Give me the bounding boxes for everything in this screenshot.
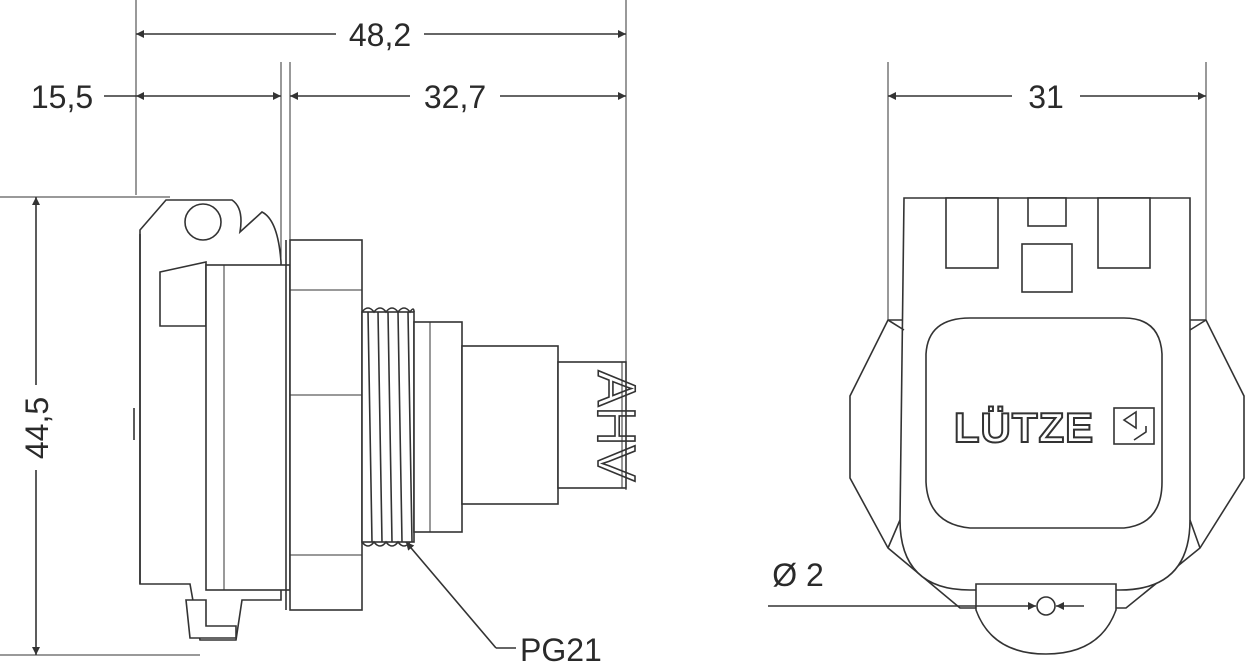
- side-view-connector: AHV: [133, 199, 647, 641]
- thread-label: PG21: [520, 632, 602, 665]
- dimension-hole: Ø 2: [768, 557, 1084, 610]
- dimension-rear-length: 32,7: [290, 79, 626, 115]
- hinge-pin-icon: [184, 203, 222, 241]
- dimension-height-label: 44,5: [19, 397, 55, 459]
- dimension-front-length-label: 15,5: [31, 79, 93, 115]
- dimension-rear-length-label: 32,7: [424, 79, 486, 115]
- front-extension-lines: [887, 62, 1207, 345]
- thread-section: [361, 307, 415, 547]
- dimension-front-length: 15,5: [31, 79, 281, 115]
- dimension-width: 31: [888, 79, 1206, 115]
- dimension-overall-length: 48,2: [136, 17, 626, 53]
- front-view-connector: LÜTZE: [849, 197, 1245, 655]
- brand-logo-arrow-icon: [1113, 407, 1155, 445]
- dimension-width-label: 31: [1028, 79, 1064, 115]
- thread-callout: PG21: [405, 541, 602, 665]
- mounting-hole-icon: [1036, 596, 1056, 616]
- dimension-hole-label: Ø 2: [772, 557, 824, 593]
- brand-logo: LÜTZE: [954, 404, 1094, 451]
- dimension-overall-length-label: 48,2: [349, 17, 411, 53]
- dimension-height: 44,5: [19, 197, 55, 655]
- side-marking-label: AHV: [586, 370, 646, 481]
